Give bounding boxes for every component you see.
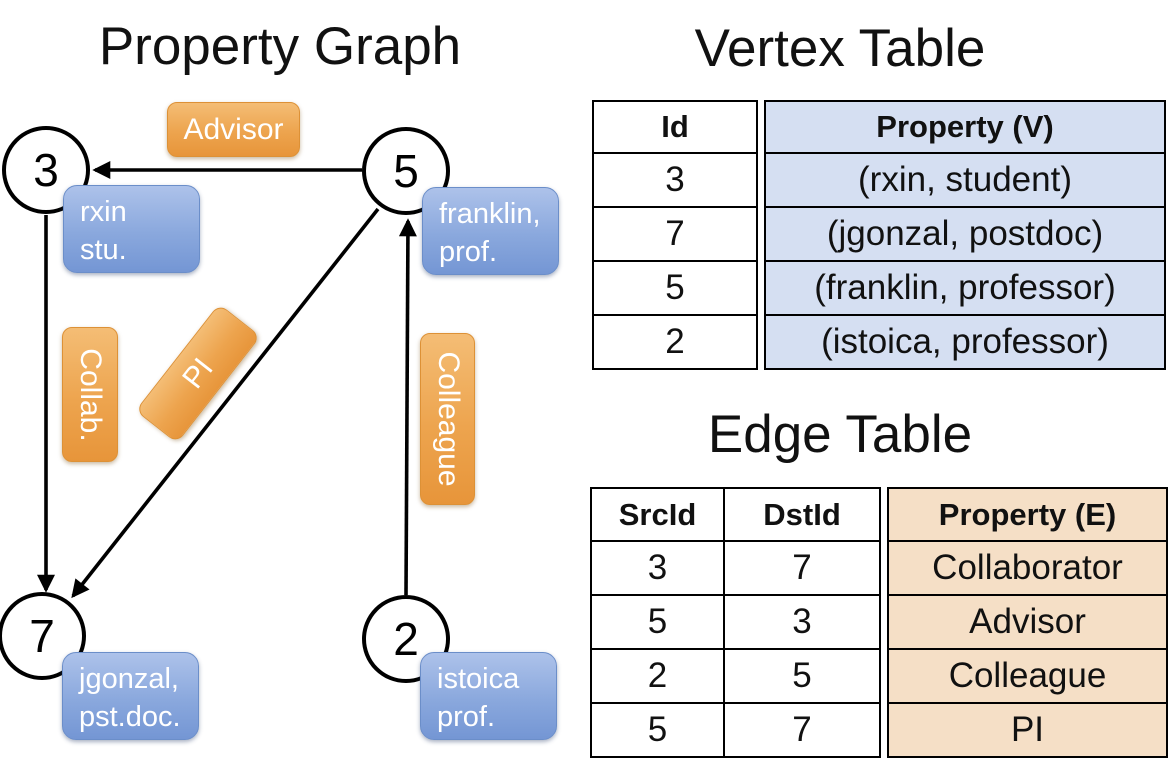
- vertex-prop-box-jgonzal: jgonzal, pst.doc.: [62, 652, 199, 740]
- vertex-table-title: Vertex Table: [694, 19, 986, 78]
- vertex-prop-line: stu.: [80, 234, 127, 266]
- node-2-id: 2: [393, 613, 419, 665]
- edge-label-collab-text: Collab.: [74, 347, 107, 442]
- vertex-prop-box-franklin: franklin, prof.: [422, 187, 559, 275]
- vertex-table-header-property: Property (V): [766, 102, 1164, 154]
- edge-table-dstid-cell: 5: [725, 650, 879, 704]
- edge-table-property-cell: Colleague: [889, 650, 1166, 704]
- edge-label-advisor-text: Advisor: [183, 112, 284, 146]
- edge-table-srcid-cell: 5: [647, 710, 668, 749]
- vertex-prop-line: rxin: [80, 196, 127, 228]
- vertex-table-property-cell: (istoica, professor): [821, 322, 1109, 361]
- vertex-table-id-cell: 3: [594, 154, 756, 208]
- edge-table-property-cell: Advisor: [889, 596, 1166, 650]
- node-7-id: 7: [29, 610, 55, 662]
- edge-table-header-srcid: SrcId: [592, 489, 723, 542]
- edge-table-property-cell: Collaborator: [889, 542, 1166, 596]
- vertex-prop-line: prof.: [437, 701, 496, 733]
- edge-label-collab: Collab.: [62, 327, 118, 462]
- edge-table-header-dstid: DstId: [725, 489, 879, 542]
- vertex-table-property-cell: (franklin, professor): [766, 262, 1164, 316]
- edge-table-srcid-cell: 2: [592, 650, 723, 704]
- edge-label-colleague: Colleague: [420, 333, 475, 505]
- graph-edges: [37, 161, 417, 599]
- node-3-id: 3: [33, 144, 59, 196]
- edge-table-title: Edge Table: [707, 405, 973, 464]
- edge-label-pi-text: PI: [175, 351, 220, 395]
- vertex-table-id-cell: 2: [665, 322, 685, 361]
- vertex-prop-line: jgonzal,: [79, 663, 179, 695]
- vertex-table-property-cell: (rxin, student): [766, 154, 1164, 208]
- edge-label-advisor: Advisor: [167, 102, 300, 157]
- edge-table-dstid-cell: 7: [792, 710, 812, 749]
- vertex-prop-line: istoica: [437, 663, 520, 695]
- edge-table-dstid-cell: 7: [725, 542, 879, 596]
- edge-table-srcid-cell: 5: [592, 596, 723, 650]
- vertex-prop-line: prof.: [439, 236, 498, 268]
- vertex-table-id-cell: 7: [594, 208, 756, 262]
- edge-table-dstid-column: DstId 7 3 5 7: [725, 489, 879, 756]
- vertex-prop-line: franklin,: [439, 198, 541, 230]
- vertex-table-header-id: Id: [594, 102, 756, 154]
- edge-table-srcid-cell: 3: [592, 542, 723, 596]
- vertex-table-id-cell: 5: [594, 262, 756, 316]
- vertex-table-property-cell: (jgonzal, postdoc): [766, 208, 1164, 262]
- node-5-id: 5: [393, 145, 419, 197]
- edge-table-src-dst-columns: SrcId 3 5 2 5 DstId 7 3 5 7: [590, 487, 881, 758]
- edge-table-dstid-cell: 3: [725, 596, 879, 650]
- vertex-table-id-column: Id 3 7 5 2: [592, 100, 758, 370]
- property-graph-title: Property Graph: [98, 17, 462, 76]
- edge-label-colleague-text: Colleague: [431, 351, 465, 487]
- edge-table-srcid-column: SrcId 3 5 2 5: [592, 489, 725, 756]
- graph-node-2: 2: [362, 595, 450, 683]
- edge-2-to-5-arrow: [398, 218, 417, 596]
- vertex-prop-box-rxin: rxin stu.: [63, 185, 200, 273]
- edge-5-to-7-arrow: [71, 207, 380, 599]
- edge-table-property-column: Property (E) Collaborator Advisor Collea…: [887, 487, 1168, 758]
- edge-table-property-cell: PI: [1010, 710, 1045, 749]
- edge-table-header-property: Property (E): [889, 489, 1166, 542]
- vertex-prop-box-istoica: istoica prof.: [420, 652, 557, 740]
- vertex-prop-line: pst.doc.: [79, 701, 181, 733]
- vertex-table-property-column: Property (V) (rxin, student) (jgonzal, p…: [764, 100, 1166, 370]
